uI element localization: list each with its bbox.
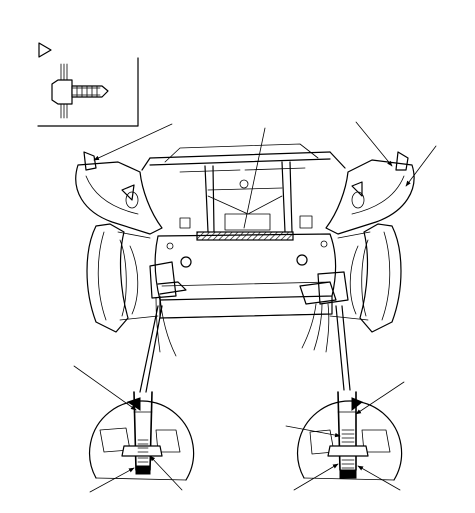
- leader-arrow-icon: [293, 463, 339, 491]
- leader-arrow-icon: [355, 381, 405, 415]
- left-mount-detail: [73, 365, 195, 493]
- leader-arrow-icon: [405, 145, 437, 187]
- leader-arrow-icon: [73, 365, 137, 411]
- leader-arrow-icon: [89, 467, 135, 493]
- leader-arrow-icon: [93, 123, 173, 161]
- left-tire: [86, 223, 129, 333]
- triangle-pointer-icon: [38, 42, 52, 58]
- leader-arrow-icon: [355, 121, 393, 167]
- left-fender: [75, 161, 163, 235]
- right-fender: [325, 159, 415, 235]
- clip-detail-inset: [37, 42, 139, 127]
- push-clip-fastener-icon: [51, 63, 109, 119]
- vehicle-front-assembly: [75, 143, 415, 357]
- leader-arrow-icon: [357, 465, 401, 491]
- leader-arrow-icon: [243, 127, 266, 229]
- center-retainer-strip: [196, 231, 294, 241]
- detail-callout-lines: [139, 305, 351, 393]
- leader-lines-top: [93, 121, 437, 229]
- leader-arrow-icon: [285, 425, 341, 438]
- right-mount-detail: [285, 381, 405, 491]
- inset-frame: [37, 57, 139, 127]
- right-tire: [359, 223, 402, 333]
- leader-arrow-icon: [149, 455, 183, 491]
- bumper-cover: [154, 233, 337, 301]
